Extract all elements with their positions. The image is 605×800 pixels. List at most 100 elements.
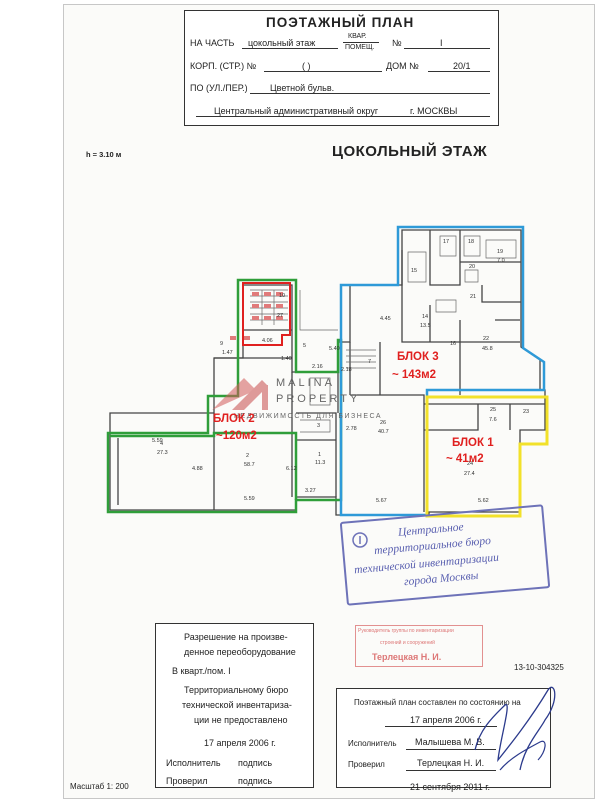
- room-label: 2.16: [312, 364, 323, 370]
- small-stamp-line-2: строений и сооружений: [380, 640, 435, 646]
- small-stamp-line-1: Руководитель группы по инвентаризации: [358, 628, 454, 634]
- small-stamp: [355, 625, 483, 667]
- room-label: 27: [277, 313, 283, 319]
- document-sheet: [63, 4, 595, 799]
- status-date-1: 17 апреля 2006 г.: [410, 715, 482, 725]
- status-checker-name: Терлецкая Н. И.: [417, 758, 485, 768]
- room-label: 23: [523, 409, 529, 415]
- room-label: 7.6: [489, 417, 497, 423]
- scale-note: Масштаб 1: 200: [70, 782, 129, 791]
- city-value: г. МОСКВЫ: [410, 106, 458, 116]
- room-label: 45.8: [482, 346, 493, 352]
- room-label: 19: [497, 249, 503, 255]
- status-checker-label: Проверил: [348, 760, 385, 769]
- permission-line-4: Территориальному бюро: [184, 685, 289, 695]
- plan-header-box: [184, 10, 499, 126]
- room-label: 15: [411, 268, 417, 274]
- part-value: цокольный этаж: [248, 38, 316, 48]
- permission-line-5: технической инвентаризa-: [182, 700, 292, 710]
- signature-executor: [474, 686, 556, 771]
- signature-checker: [499, 740, 546, 771]
- floor-title: ЦОКОЛЬНЫЙ ЭТАЖ: [332, 143, 488, 160]
- room-label: 5.67: [376, 498, 387, 504]
- room-label: 24: [467, 461, 473, 467]
- status-date-2: 21 сентября 2011 г.: [410, 782, 490, 792]
- room-label: 7.0: [497, 258, 505, 264]
- watermark-brand-bottom: PROPERTY: [276, 393, 361, 405]
- watermark-logo: [212, 378, 268, 410]
- red-zone-outline: [242, 282, 291, 346]
- room-label: 21: [470, 294, 476, 300]
- permission-line-1: Разрешение на произве-: [184, 632, 288, 642]
- room-label: 14: [422, 314, 428, 320]
- block-3-area: ~ 143м2: [392, 369, 437, 381]
- room-label: 1: [318, 452, 321, 458]
- room-label: 3: [317, 423, 320, 429]
- room-label: 5.59: [152, 438, 163, 444]
- room-label: 27.3: [157, 450, 168, 456]
- kvar-label: КВАР.: [348, 33, 367, 40]
- permission-box: [155, 623, 314, 788]
- permission-line-3: В кварт./пом. I: [172, 666, 231, 676]
- doc-number: 13-10-304325: [514, 663, 564, 672]
- room-label: 2.78: [346, 426, 357, 432]
- block-2-outline: [106, 278, 343, 514]
- room-label: 4.88: [192, 466, 203, 472]
- room-label: 9: [220, 341, 223, 347]
- room-label: 58.7: [244, 462, 255, 468]
- room-label: 25: [490, 407, 496, 413]
- room-label: 18: [468, 239, 474, 245]
- checker-label: Проверил: [166, 776, 208, 786]
- permission-date: 17 апреля 2006 г.: [204, 738, 276, 748]
- checker-sign: подпись: [238, 776, 273, 786]
- room-label: 40.7: [378, 429, 389, 435]
- status-executor-label: Исполнитель: [348, 739, 397, 748]
- plan-title: ПОЭТАЖНЫЙ ПЛАН: [266, 15, 415, 30]
- small-stamp-line-3: Терлецкая Н. И.: [372, 652, 442, 662]
- room-label: 13.5: [420, 323, 431, 329]
- executor-sign: подпись: [238, 758, 273, 768]
- dom-value: 20/1: [453, 61, 471, 71]
- room-label: 4.06: [262, 338, 273, 344]
- block-1-area: ~ 41м2: [446, 453, 484, 465]
- room-label: 16: [450, 341, 456, 347]
- room-label: 3.27: [305, 488, 316, 494]
- watermark-brand-top: MALINA: [276, 377, 335, 389]
- block-3-outline: [339, 225, 546, 517]
- korp-label: КОРП. (СТР.) №: [190, 61, 257, 71]
- block-1-name: БЛОК 1: [452, 437, 494, 449]
- room-label: 11.3: [315, 460, 325, 466]
- room-label: 17: [443, 239, 449, 245]
- room-label: 5.59: [244, 496, 255, 502]
- executor-label: Исполнитель: [166, 758, 221, 768]
- room-label: 2: [246, 453, 249, 459]
- block-2-area: ~120м2: [216, 430, 257, 442]
- block-2-outline-top: [110, 431, 298, 500]
- dom-label: ДОМ №: [386, 61, 419, 71]
- number-value: I: [440, 38, 443, 48]
- room-label: 10: [279, 293, 285, 299]
- room-label: 22: [483, 336, 489, 342]
- plan-red-fixtures: [230, 292, 283, 340]
- room-label: 1.40: [281, 356, 292, 362]
- permission-line-2: денное переоборудование: [184, 647, 296, 657]
- height-note: h = 3.10 м: [86, 150, 122, 159]
- korp-value: ( ): [302, 61, 311, 71]
- status-executor-name: Малышева М. В.: [415, 737, 485, 747]
- stamp-circle-icon: [352, 532, 368, 548]
- room-label: 4: [160, 441, 163, 447]
- room-label: 6.12: [286, 466, 297, 472]
- number-label: №: [392, 38, 402, 48]
- street-label: ПО (УЛ./ПЕР.): [190, 83, 248, 93]
- part-label: НА ЧАСТЬ: [190, 38, 235, 48]
- watermark-tagline: НЕДВИЖИМОСТЬ ДЛЯ БИЗНЕСА: [234, 413, 383, 420]
- block-1-outline: [425, 395, 549, 518]
- room-label: 20: [469, 264, 475, 270]
- room-label: 5: [303, 343, 306, 349]
- block-3-name: БЛОК 3: [397, 351, 439, 363]
- block-2-name: БЛОК 2: [213, 413, 255, 425]
- room-label: 5.40: [329, 346, 340, 352]
